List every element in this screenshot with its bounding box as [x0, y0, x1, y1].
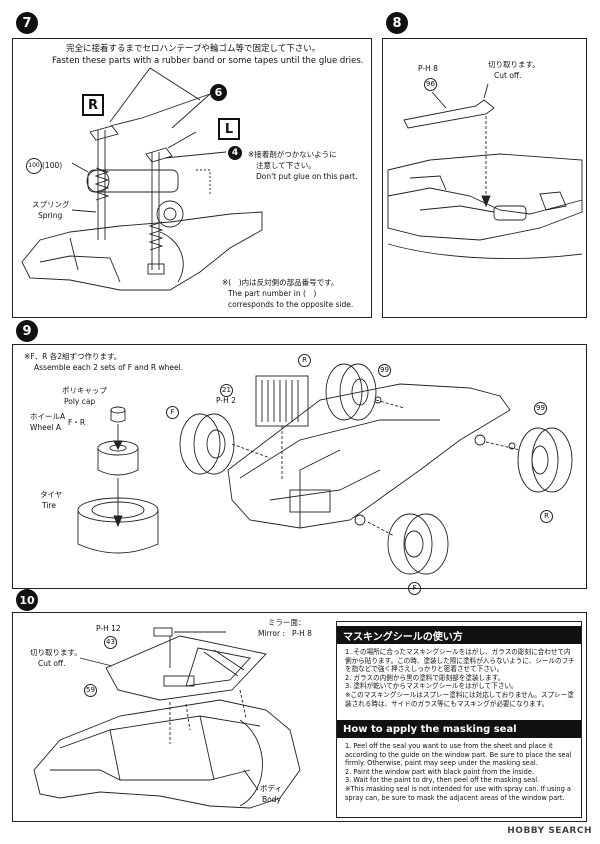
- step8-cut-jp: 切り取ります。: [488, 60, 540, 69]
- masking-seal-instructions: マスキングシールの使い方 1. その場所に合ったマスキングシールをはがし、ガラス…: [336, 621, 582, 818]
- part-21-number: 21: [220, 384, 233, 397]
- part-99-upper-number: 99: [378, 364, 391, 377]
- step9-part-21: 21: [220, 384, 233, 397]
- masking-jp-step1: 1. その場所に合ったマスキングシールをはがし、ガラスの彫刻に合わせて内側から貼…: [345, 648, 575, 674]
- part-96-number: 96: [424, 78, 437, 91]
- step7-right-badge: R: [82, 94, 104, 116]
- step7-glue-note-jp1: ※接着剤がつかないように: [248, 150, 337, 159]
- step10-cut-jp: 切り取ります。: [30, 648, 82, 657]
- part-100-number: 100: [26, 158, 42, 174]
- step9-runner-label: P-H 2: [216, 396, 236, 405]
- label-f-left: F: [166, 406, 179, 419]
- step7-note-en: Fasten these parts with a rubber band or…: [52, 56, 364, 66]
- step9-label-front-left: F: [166, 406, 179, 419]
- step7-opposite-note-en1: The part number in ( ): [228, 289, 317, 298]
- part-99-right-number: 99: [534, 402, 547, 415]
- part-59-number: 59: [84, 684, 97, 697]
- masking-head-jp: マスキングシールの使い方: [337, 626, 581, 644]
- step9-wheel-jp: ホイールA: [30, 412, 66, 421]
- step9-part-99-right: 99: [534, 402, 547, 415]
- step9-tire-jp: タイヤ: [40, 490, 63, 499]
- masking-en-step3: 3. Wait for the paint to dry, then peel …: [345, 776, 540, 785]
- step9-wheel-en: Wheel A: [30, 423, 61, 432]
- step10-mirror-jp: ミラー面：: [268, 618, 306, 627]
- masking-en-note: ※This masking seal is not intended for u…: [345, 784, 571, 802]
- step9-number: 9: [16, 320, 38, 342]
- step7-panel: [12, 38, 372, 318]
- masking-jp-step3: 3. 塗料が乾いてからマスキングシールをはがして下さい。: [345, 682, 518, 691]
- step9-polycap-en: Poly cap: [64, 397, 96, 406]
- step9-wheel-fr: F・R: [68, 418, 86, 427]
- step9-part-99-upper: 99: [378, 364, 391, 377]
- step7-left-badge: L: [218, 118, 240, 140]
- part-100-paren: (100): [42, 161, 63, 170]
- masking-jp-note: ※このマスキングシールはスプレー塗料には対応しておりません。スプレー塗装される時…: [345, 690, 574, 708]
- step7-part-6-badge: 6: [210, 84, 227, 101]
- step7-opposite-note-en2: corresponds to the opposite side.: [228, 300, 354, 309]
- step7-note-jp: 完全に接着するまでセロハンテープや輪ゴム等で固定して下さい。: [66, 44, 321, 54]
- step7-glue-note-en: Don't put glue on this part.: [256, 172, 358, 181]
- step10-number: 10: [16, 589, 38, 611]
- step9-tire-en: Tire: [42, 501, 56, 510]
- step8-part-96: 96: [424, 78, 437, 91]
- label-r-top: R: [298, 354, 311, 367]
- step8-cut-en: Cut off.: [494, 71, 522, 80]
- step9-note-jp: ※F、R 各2組ずつ作ります。: [24, 352, 122, 361]
- masking-en-body: 1. Peel off the seal you want to use fro…: [345, 742, 575, 802]
- masking-en-step2: 2. Paint the window part with black pain…: [345, 767, 535, 776]
- step7-opposite-note-jp: ※( )内は反対側の部品番号です。: [222, 278, 339, 287]
- step7-number: 7: [16, 12, 38, 34]
- step7-spring-en: Spring: [38, 211, 63, 220]
- label-f-bottom: F: [408, 582, 421, 595]
- step9-note-en: Assemble each 2 sets of F and R wheel.: [34, 363, 184, 372]
- step7-part-4-badge: 4: [228, 146, 242, 160]
- part-43-number: 43: [104, 636, 117, 649]
- step10-body-jp: ボディ: [260, 784, 282, 793]
- step9-label-rear-right: R: [540, 510, 553, 523]
- masking-en-step1: 1. Peel off the seal you want to use fro…: [345, 742, 572, 768]
- step10-mirror-runner: P-H 8: [292, 629, 312, 638]
- step10-cut-en: Cut off.: [38, 659, 66, 668]
- step9-label-rear-top: R: [298, 354, 311, 367]
- step8-runner-label: P-H 8: [418, 64, 438, 73]
- hobby-search-watermark: HOBBY SEARCH: [507, 826, 592, 836]
- step7-glue-note-jp2: 注意して下さい。: [256, 161, 316, 170]
- masking-head-en: How to apply the masking seal: [337, 720, 581, 738]
- step7-spring-jp: スプリング: [32, 200, 70, 209]
- step9-panel: [12, 344, 587, 589]
- step7-part-100-label: 100(100): [26, 158, 62, 174]
- label-r-right: R: [540, 510, 553, 523]
- step10-runner-12: P-H 12: [96, 624, 121, 633]
- step9-label-front-bottom: F: [408, 582, 421, 595]
- step10-body-en: Body: [262, 795, 281, 804]
- step10-mirror-en: Mirror :: [258, 629, 286, 638]
- step8-number: 8: [386, 12, 408, 34]
- step9-polycap-jp: ポリキャップ: [62, 386, 107, 395]
- masking-jp-step2: 2. ガラスの内側から黒の塗料で彫刻部を塗装します。: [345, 673, 505, 682]
- step10-part-43: 43: [104, 636, 117, 649]
- step10-part-59: 59: [84, 684, 97, 697]
- masking-jp-body: 1. その場所に合ったマスキングシールをはがし、ガラスの彫刻に合わせて内側から貼…: [345, 648, 575, 708]
